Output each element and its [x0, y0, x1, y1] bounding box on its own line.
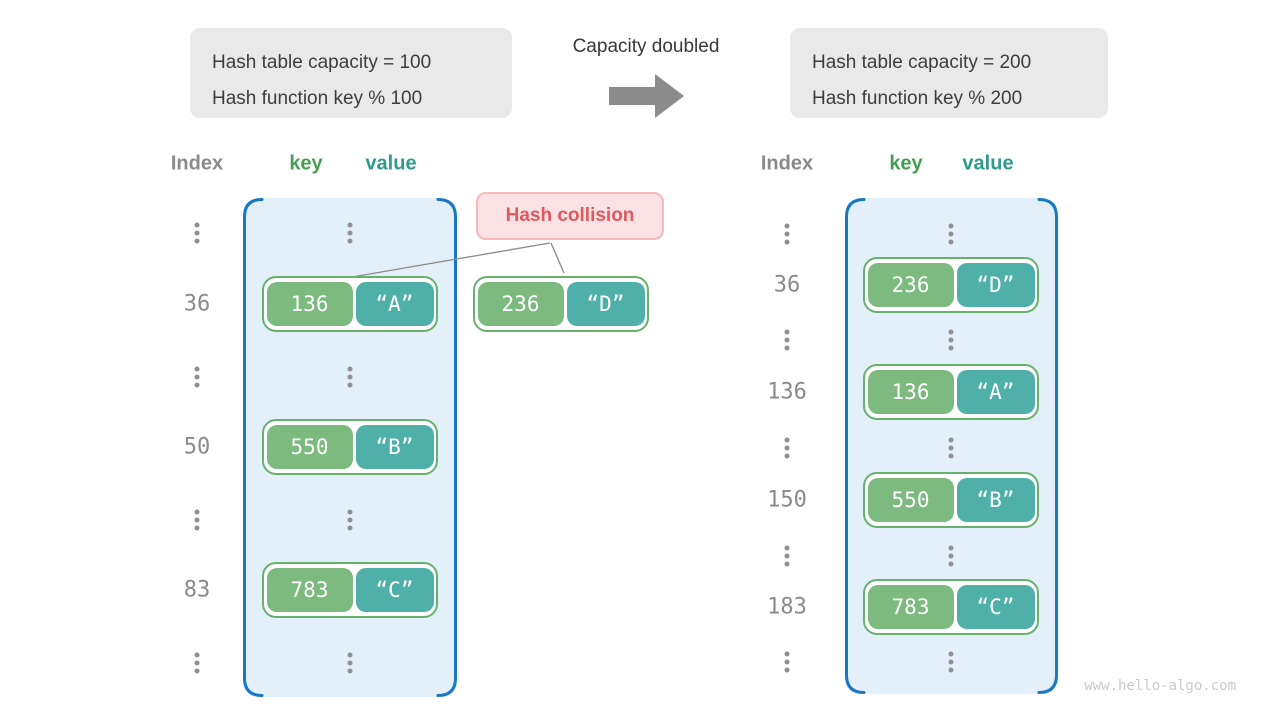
key-box: 550	[266, 425, 353, 469]
value-box: “B”	[355, 425, 434, 469]
hash-function-before-line2: Hash function key % 100	[212, 88, 423, 109]
left-value-header: value	[365, 152, 417, 175]
vertical-ellipsis-icon	[194, 652, 200, 674]
capacity-after-box: Hash table capacity = 200 Hash function …	[790, 28, 1108, 118]
vertical-ellipsis-icon	[948, 223, 954, 245]
transition-label: Capacity doubled	[572, 36, 720, 57]
kv-pair: 136 “A”	[863, 364, 1039, 420]
kv-pair: 783 “C”	[863, 579, 1039, 635]
hash-collision-callout: Hash collision	[476, 192, 664, 240]
key-box: 550	[867, 478, 954, 522]
index-label: 183	[767, 594, 807, 620]
key-box: 236	[867, 263, 954, 307]
key-box: 783	[266, 568, 353, 612]
collision-kv-pair: 236 “D”	[473, 276, 649, 332]
value-box: “A”	[956, 370, 1035, 414]
index-label: 36	[183, 291, 211, 317]
index-label: 36	[773, 272, 801, 298]
value-box: “C”	[956, 585, 1035, 629]
value-box: “A”	[355, 282, 434, 326]
right-value-header: value	[962, 152, 1014, 175]
hash-function-after-line2: Hash function key % 200	[812, 88, 1023, 109]
left-index-header: Index	[170, 152, 224, 175]
kv-pair: 136 “A”	[262, 276, 438, 332]
vertical-ellipsis-icon	[948, 329, 954, 351]
collision-value-box: “D”	[566, 282, 645, 326]
vertical-ellipsis-icon	[347, 509, 353, 531]
value-box: “D”	[956, 263, 1035, 307]
index-label: 50	[183, 434, 211, 460]
vertical-ellipsis-icon	[948, 437, 954, 459]
hash-collision-label: Hash collision	[505, 205, 635, 226]
right-key-header: key	[889, 152, 923, 175]
arrow-right-icon	[609, 74, 684, 118]
vertical-ellipsis-icon	[194, 222, 200, 244]
kv-pair: 783 “C”	[262, 562, 438, 618]
watermark: www.hello-algo.com	[1084, 678, 1236, 694]
capacity-before-box: Hash table capacity = 100 Hash function …	[190, 28, 512, 118]
left-bucket-brackets	[243, 198, 457, 697]
key-box: 783	[867, 585, 954, 629]
right-bucket-brackets	[845, 198, 1058, 694]
vertical-ellipsis-icon	[194, 366, 200, 388]
key-box: 136	[266, 282, 353, 326]
vertical-ellipsis-icon	[347, 652, 353, 674]
vertical-ellipsis-icon	[784, 437, 790, 459]
vertical-ellipsis-icon	[784, 545, 790, 567]
vertical-ellipsis-icon	[948, 651, 954, 673]
capacity-after-line1: Hash table capacity = 200	[812, 52, 1032, 73]
vertical-ellipsis-icon	[347, 222, 353, 244]
vertical-ellipsis-icon	[784, 223, 790, 245]
kv-pair: 236 “D”	[863, 257, 1039, 313]
vertical-ellipsis-icon	[784, 651, 790, 673]
key-box: 136	[867, 370, 954, 414]
index-label: 136	[767, 379, 807, 405]
right-index-header: Index	[760, 152, 814, 175]
vertical-ellipsis-icon	[194, 509, 200, 531]
value-box: “B”	[956, 478, 1035, 522]
kv-pair: 550 “B”	[863, 472, 1039, 528]
capacity-before-line1: Hash table capacity = 100	[212, 52, 432, 73]
collision-key-box: 236	[477, 282, 564, 326]
index-label: 150	[767, 487, 807, 513]
value-box: “C”	[355, 568, 434, 612]
vertical-ellipsis-icon	[347, 366, 353, 388]
left-key-header: key	[289, 152, 323, 175]
kv-pair: 550 “B”	[262, 419, 438, 475]
vertical-ellipsis-icon	[948, 545, 954, 567]
index-label: 83	[183, 577, 211, 603]
vertical-ellipsis-icon	[784, 329, 790, 351]
